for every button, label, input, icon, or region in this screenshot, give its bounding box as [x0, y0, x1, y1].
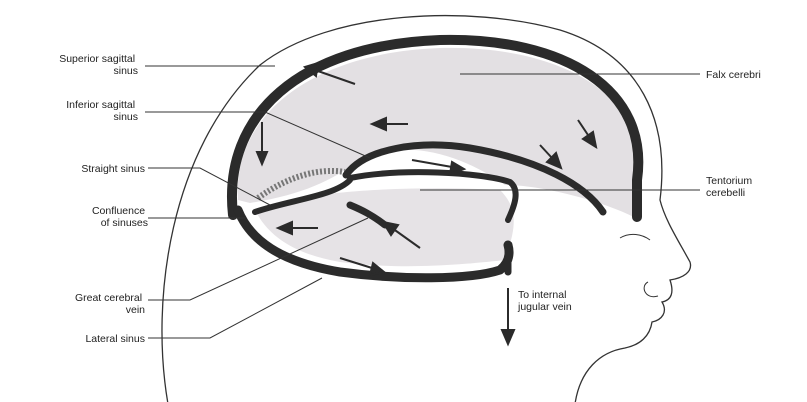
- label-great-cerebral-vein: Great cerebral vein: [75, 292, 145, 316]
- label-great-cerebral-line2: vein: [126, 304, 145, 316]
- label-lateral-sinus: Lateral sinus: [85, 333, 145, 345]
- label-jugular-line1: To internal: [518, 289, 566, 301]
- label-jugular-line2: jugular vein: [517, 301, 572, 313]
- label-straight-sinus: Straight sinus: [81, 163, 145, 175]
- label-confluence-line1: Confluence: [92, 205, 145, 217]
- label-great-cerebral-line1: Great cerebral: [75, 292, 142, 304]
- label-superior-sagittal-line1: Superior sagittal: [59, 53, 135, 65]
- label-to-internal-jugular-vein: To internal jugular vein: [517, 289, 572, 313]
- label-confluence-of-sinuses: Confluence of sinuses: [92, 205, 148, 229]
- label-falx-cerebri: Falx cerebri: [706, 69, 761, 81]
- label-superior-sagittal-sinus: Superior sagittal sinus: [59, 53, 138, 77]
- label-superior-sagittal-line2: sinus: [113, 65, 138, 77]
- label-confluence-line2: of sinuses: [101, 217, 148, 229]
- eye-outline: [620, 234, 650, 240]
- label-inferior-sagittal-line1: Inferior sagittal: [66, 99, 135, 111]
- label-tentorium-line1: Tentorium: [706, 175, 752, 187]
- label-inferior-sagittal-line2: sinus: [113, 111, 138, 123]
- label-tentorium-line2: cerebelli: [706, 187, 745, 199]
- label-falx-line1: Falx cerebri: [706, 69, 761, 81]
- leader-lateral-sinus: [148, 278, 322, 338]
- label-tentorium-cerebelli: Tentorium cerebelli: [706, 175, 755, 199]
- label-straight-sinus-line1: Straight sinus: [81, 163, 145, 175]
- ear-outline: [644, 282, 658, 297]
- label-inferior-sagittal-sinus: Inferior sagittal sinus: [66, 99, 138, 123]
- label-lateral-sinus-line1: Lateral sinus: [85, 333, 145, 345]
